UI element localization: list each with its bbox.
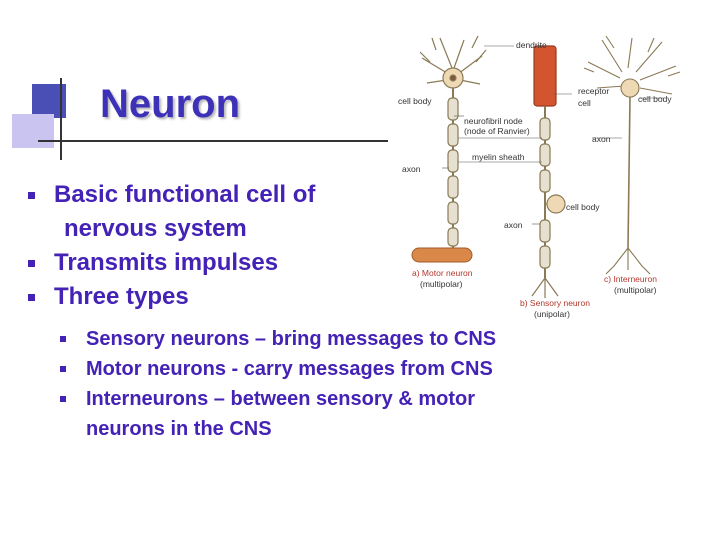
sub-bullet-square-icon	[60, 336, 66, 342]
sub-bullet-text: Interneurons – between sensory & motor	[86, 388, 475, 410]
sub-bullets: Sensory neurons – bring messages to CNS …	[60, 324, 600, 444]
sub-bullet-square-icon	[60, 366, 66, 372]
label-dendrite: dendrite	[516, 40, 547, 50]
sub-bullet-text: Sensory neurons – bring messages to CNS	[86, 328, 497, 350]
label-interneuron-multipolar: (multipolar)	[614, 285, 657, 295]
sub-bullet-text-continuation: neurons in the CNS	[86, 418, 272, 440]
label-pointer-lines	[442, 45, 664, 225]
neuron-diagram: dendrite cell body receptor cell cell bo…	[398, 35, 681, 319]
label-sensory-neuron: b) Sensory neuron	[520, 298, 590, 308]
label-axon-left: axon	[402, 164, 421, 174]
label-myelin-sheath: myelin sheath	[472, 152, 525, 162]
bullet-text: Basic functional cell of	[54, 181, 316, 208]
bullet-text: Three types	[54, 283, 189, 310]
decor-square-lavender	[12, 114, 54, 148]
label-motor-multipolar: (multipolar)	[420, 279, 463, 289]
bullet-square-icon	[28, 260, 35, 267]
sub-bullet-item: Sensory neurons – bring messages to CNS	[60, 324, 600, 354]
main-bullets: Basic functional cell of nervous system …	[28, 178, 388, 314]
bullet-square-icon	[28, 192, 35, 199]
label-interneuron: c) Interneuron	[604, 274, 657, 284]
label-cell: cell	[578, 98, 591, 108]
bullet-square-icon	[28, 294, 35, 301]
muscle-fiber-shape	[411, 247, 473, 263]
bullet-item: Transmits impulses	[28, 246, 388, 280]
title-underline	[38, 140, 388, 142]
motor-neuron-illustration	[419, 35, 487, 257]
bullet-text: Transmits impulses	[54, 249, 279, 276]
slide-title: Neuron	[100, 82, 240, 126]
label-axon-mid: axon	[504, 220, 523, 230]
label-sensory-unipolar: (unipolar)	[534, 309, 570, 319]
label-cell-body-right: cell body	[638, 94, 672, 104]
sub-bullet-item: Interneurons – between sensory & motor n…	[60, 384, 600, 444]
sub-bullet-item: Motor neurons - carry messages from CNS	[60, 354, 600, 384]
bullet-item: Three types	[28, 280, 388, 314]
sub-bullet-text: Motor neurons - carry messages from CNS	[86, 358, 493, 380]
interneuron-illustration	[583, 35, 681, 275]
sub-bullet-square-icon	[60, 396, 66, 402]
label-receptor: receptor	[578, 86, 609, 96]
bullet-text-continuation: nervous system	[64, 215, 247, 242]
label-node-of-ranvier: (node of Ranvier)	[464, 126, 530, 136]
sensory-neuron-illustration	[531, 45, 566, 298]
label-motor-neuron: a) Motor neuron	[412, 268, 473, 278]
bullet-item: Basic functional cell of nervous system	[28, 178, 388, 246]
label-cell-body-mid: cell body	[566, 202, 600, 212]
label-neurofibril-node: neurofibril node	[464, 116, 523, 126]
label-cell-body-left: cell body	[398, 96, 432, 106]
label-axon-right: axon	[592, 134, 611, 144]
decor-vertical-line	[60, 78, 62, 160]
